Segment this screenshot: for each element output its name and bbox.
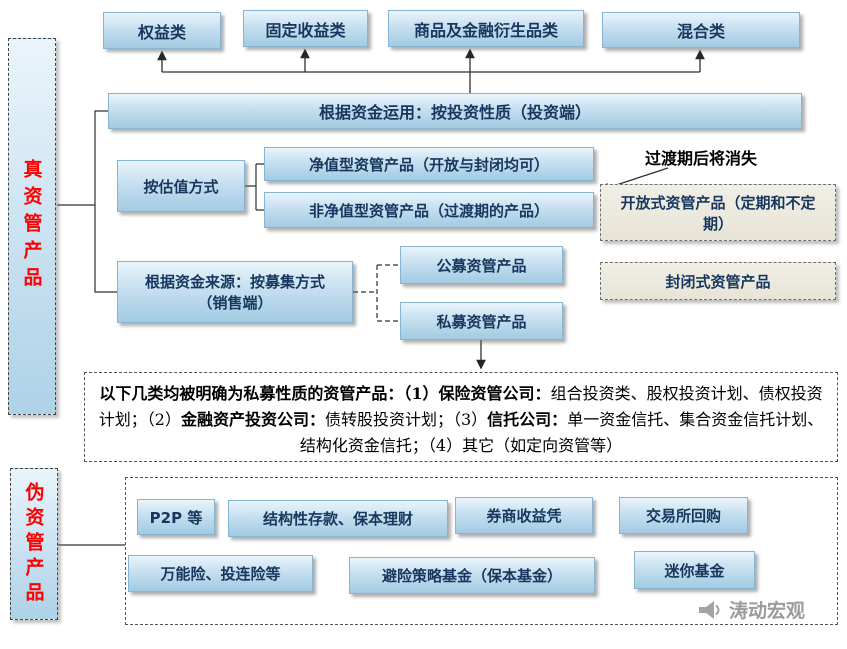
node-funding-source-header: 根据资金来源：按募集方式（销售端）: [117, 261, 353, 323]
node-public-offering-product: 公募资管产品: [400, 246, 563, 284]
line-valuation-elbows: [245, 163, 264, 211]
node-valuation-method: 按估值方式: [117, 160, 245, 212]
note-seg-afic-items: 债转股投资计划；（3）: [324, 409, 488, 429]
node-nav-product: 净值型资管产品（开放与封闭均可）: [264, 147, 594, 181]
note-seg-trust: 信托公司：: [487, 409, 568, 429]
node-structured-deposits: 结构性存款、保本理财: [228, 500, 448, 537]
node-closed-ended-product: 封闭式资管产品: [600, 262, 836, 300]
line-left-bracket: [94, 110, 117, 293]
node-fixed-income-class: 固定收益类: [243, 10, 368, 47]
private-nature-note: 以下几类均被明确为私募性质的资管产品：（1）保险资管公司：组合投资类、股权投资计…: [84, 372, 838, 462]
node-mixed-class: 混合类: [602, 12, 800, 48]
node-private-offering-product: 私募资管产品: [400, 302, 563, 340]
line-offering-elbows: [353, 264, 400, 322]
node-non-nav-product: 非净值型资管产品（过渡期的产品）: [264, 192, 594, 228]
node-universal-insurance: 万能险、投连险等: [128, 555, 313, 592]
node-hedging-strategy-fund: 避险策略基金（保本基金）: [349, 557, 595, 594]
true-amp-label: 真资管产品: [20, 159, 43, 294]
note-seg-insurance-items: 组合投资类、股权投资计划、债权投资计划；（2）: [98, 384, 823, 429]
node-fake-amp-products: 伪资管产品: [10, 468, 58, 620]
node-broker-income-certificates: 券商收益凭: [455, 497, 593, 534]
note-seg-trust-items: 单一资金信托、集合资金信托计划、结构化资金信托；（4）其它（如定向资管等）: [299, 409, 824, 455]
megaphone-icon: [699, 600, 720, 619]
node-equity-class: 权益类: [103, 12, 221, 49]
node-true-amp-products: 真资管产品: [8, 38, 56, 415]
node-open-ended-product: 开放式资管产品（定期和不定期）: [600, 184, 836, 241]
note-seg-intro: 以下几类均被明确为私募性质的资管产品：（1）保险资管公司：: [99, 384, 551, 403]
node-mini-fund: 迷你基金: [634, 551, 755, 589]
transition-note-label: 过渡期后将消失: [644, 149, 757, 168]
node-exchange-repo: 交易所回购: [619, 497, 748, 534]
watermark-label: 涛动宏观: [729, 600, 806, 622]
node-investment-nature-header: 根据资金运用：按投资性质（投资端）: [108, 93, 802, 129]
node-commodities-derivatives-class: 商品及金融衍生品类: [388, 10, 584, 47]
node-p2p: P2P 等: [137, 499, 215, 535]
fake-amp-label: 伪资管产品: [22, 481, 45, 607]
note-seg-afic: 金融资产投资公司：: [180, 409, 325, 429]
watermark: 涛动宏观: [697, 596, 805, 623]
